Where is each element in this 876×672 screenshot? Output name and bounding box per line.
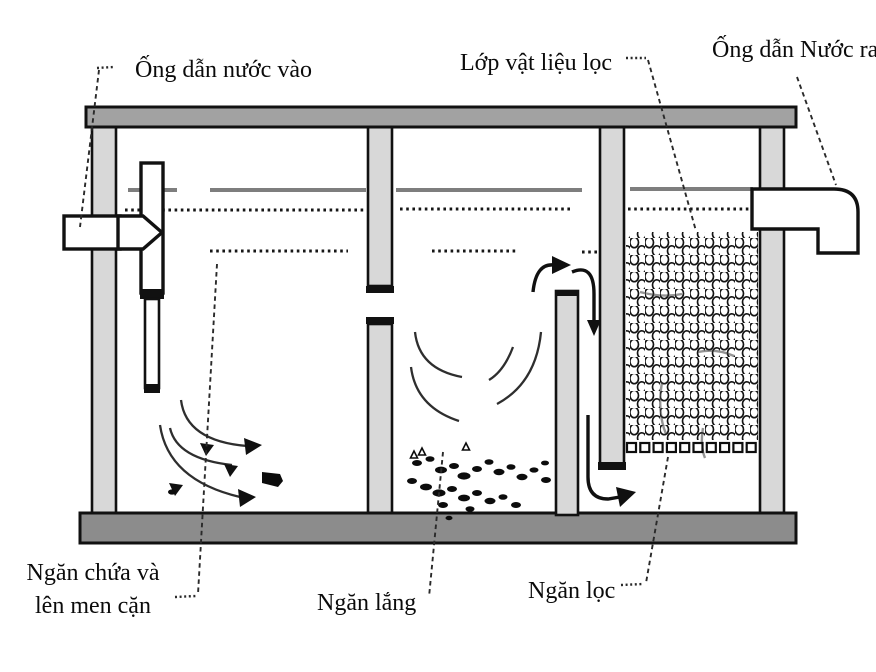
leader-inlet-pipe bbox=[79, 69, 100, 228]
flow-arrow-into-filter bbox=[586, 415, 636, 507]
water-dotted-lines bbox=[125, 207, 757, 254]
tank-lid bbox=[84, 105, 798, 129]
left-wall bbox=[90, 118, 118, 518]
tank-floor bbox=[78, 511, 798, 545]
divider-wall-1 bbox=[366, 118, 394, 518]
label-storage-chamber-line1: Ngăn chứa và bbox=[27, 560, 160, 586]
chamber2-sludge-particles bbox=[407, 441, 551, 521]
right-wall bbox=[758, 118, 786, 518]
filter-support-squares bbox=[625, 441, 757, 454]
divider-wall-2 bbox=[598, 118, 626, 470]
inlet-flow-arrow bbox=[116, 214, 165, 251]
label-settling-chamber: Ngăn lắng bbox=[317, 590, 416, 616]
leader-outlet-pipe bbox=[796, 76, 837, 186]
flow-arrow-down-channel bbox=[571, 268, 601, 336]
label-storage-chamber-line2: lên men cặn bbox=[35, 593, 151, 619]
outlet-pipe bbox=[750, 187, 860, 255]
label-inlet-pipe: Ống dẫn nước vào bbox=[135, 56, 312, 83]
label-filter-chamber: Ngăn lọc bbox=[528, 578, 615, 604]
leader-lines bbox=[79, 56, 837, 599]
inlet-pipe bbox=[62, 214, 122, 251]
inlet-tee-baffle bbox=[139, 161, 165, 393]
settling-baffle bbox=[554, 289, 580, 517]
water-surface-lines bbox=[128, 187, 753, 192]
chamber1-particles bbox=[168, 472, 283, 495]
leader-filter-chamber bbox=[645, 456, 669, 584]
chamber1-flow-arcs bbox=[158, 399, 262, 507]
filter-media bbox=[626, 232, 758, 459]
flow-arrow-over-baffle bbox=[531, 256, 571, 293]
label-outlet-pipe: Ống dẫn Nước ra bbox=[712, 36, 876, 63]
leader-storage-chamber bbox=[197, 263, 218, 595]
chamber2-flow-arcs bbox=[409, 331, 543, 423]
leader-filter-layer bbox=[647, 59, 697, 232]
label-filter-layer: Lớp vật liệu lọc bbox=[460, 50, 612, 76]
